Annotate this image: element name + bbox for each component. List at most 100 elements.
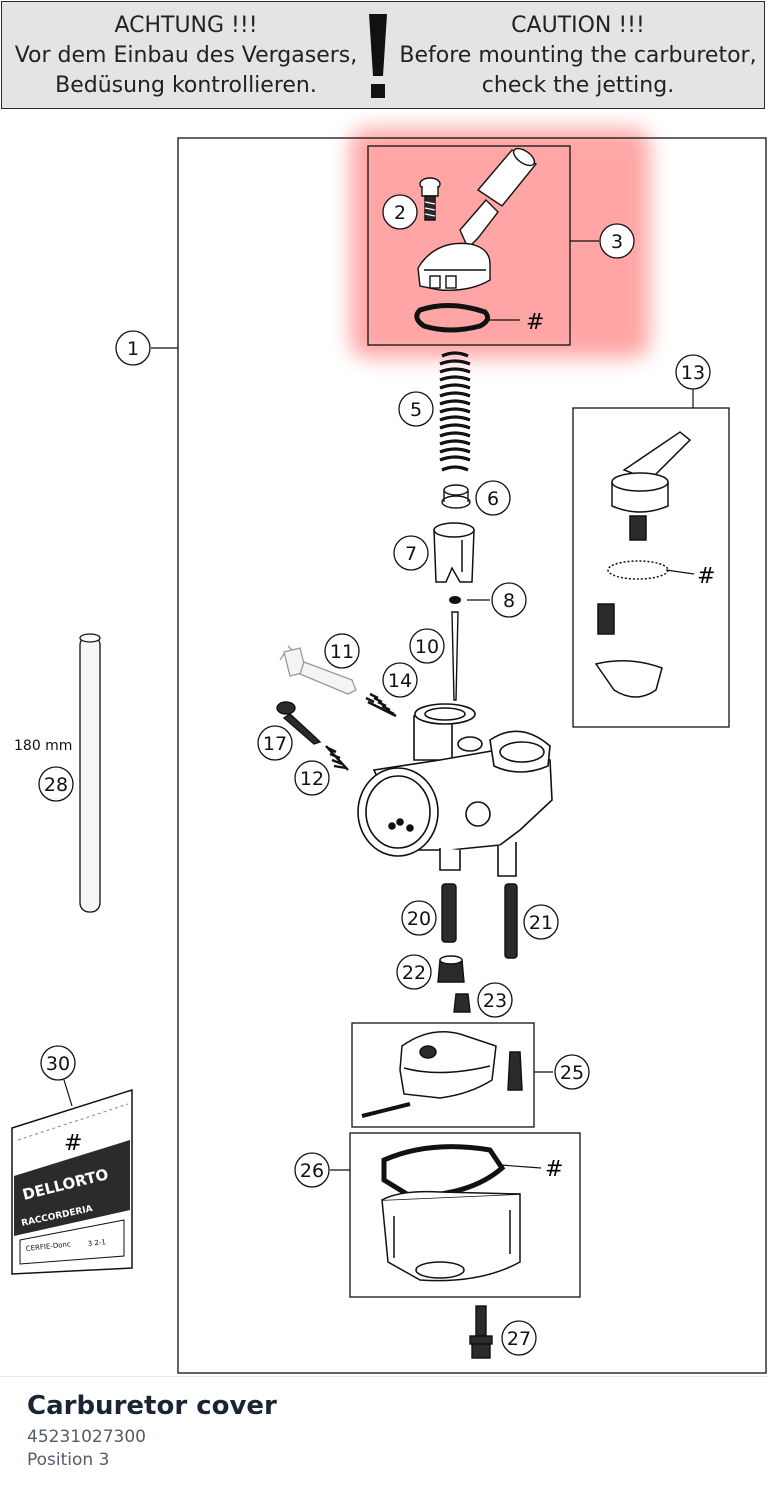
- callout-number: 25: [560, 1062, 584, 1084]
- callout-number: 5: [410, 399, 422, 421]
- drain-screw-part-27[interactable]: [469, 1305, 493, 1359]
- callout-circle: [115, 330, 151, 366]
- callout-number: 6: [487, 488, 499, 510]
- float-bowl-part-26[interactable]: [381, 1144, 521, 1282]
- callout-number: 21: [529, 912, 553, 934]
- callout-1[interactable]: 1: [115, 330, 151, 366]
- callout-circle: [523, 904, 559, 940]
- bag-number-text: 3 2-1: [87, 1238, 106, 1248]
- warning-german-line: Bedüsung kontrollieren.: [55, 73, 317, 98]
- carburetor-cover-part-3[interactable]: [417, 145, 538, 291]
- jet-part-20[interactable]: [441, 883, 457, 943]
- callout-13[interactable]: 13: [675, 354, 711, 390]
- callout-28[interactable]: 28: [38, 766, 74, 802]
- group-box-choke: [572, 407, 730, 728]
- screw-part-17[interactable]: [276, 701, 322, 745]
- callout-circle: [475, 480, 511, 516]
- callout-14[interactable]: 14: [382, 662, 418, 698]
- callout-circle: [396, 954, 432, 990]
- callout-8[interactable]: 8: [491, 582, 527, 618]
- callout-number: 14: [388, 670, 412, 692]
- callout-circle: [501, 1320, 537, 1356]
- callout-circle: [382, 194, 418, 230]
- part-position: Position 3: [27, 1450, 110, 1470]
- callout-number: 22: [402, 962, 426, 984]
- callout-number: 7: [405, 543, 417, 565]
- idle-screw-part-11[interactable]: [279, 645, 357, 695]
- screw-part-2[interactable]: [419, 177, 441, 221]
- warning-german-line: Vor dem Einbau des Vergasers,: [14, 43, 358, 68]
- callout-7[interactable]: 7: [393, 535, 429, 571]
- callout-number: 30: [46, 1053, 70, 1075]
- warning-english-line: check the jetting.: [481, 73, 675, 98]
- hash-mark: #: [545, 1157, 563, 1182]
- spring-part-14[interactable]: [365, 692, 397, 718]
- callout-number: 11: [330, 641, 354, 663]
- callout-circle: [382, 662, 418, 698]
- jet-needle-part-10[interactable]: [451, 611, 459, 701]
- callout-27[interactable]: 27: [501, 1320, 537, 1356]
- callout-circle: [38, 766, 74, 802]
- hash-mark: #: [64, 1131, 82, 1156]
- float-part-25[interactable]: [361, 1031, 523, 1118]
- part-name: Carburetor cover: [27, 1391, 277, 1421]
- choke-assembly-part-13[interactable]: [594, 431, 692, 698]
- fuel-tube-part-28[interactable]: [79, 633, 101, 913]
- callout-21[interactable]: 21: [523, 904, 559, 940]
- main-jet-part-23[interactable]: [453, 993, 471, 1013]
- callout-10[interactable]: 10: [409, 628, 445, 664]
- callout-circle: [398, 391, 434, 427]
- warning-english-heading: CAUTION !!!: [511, 13, 645, 38]
- spring-part-5[interactable]: [439, 351, 471, 472]
- exclamation-icon: [369, 14, 387, 98]
- callout-26[interactable]: 26: [294, 1152, 330, 1188]
- callout-17[interactable]: 17: [257, 725, 293, 761]
- callout-number: 26: [300, 1160, 324, 1182]
- callout-circle: [393, 535, 429, 571]
- callout-number: 10: [415, 636, 439, 658]
- callout-20[interactable]: 20: [401, 900, 437, 936]
- callout-circle: [257, 725, 293, 761]
- callout-number: 1: [127, 338, 139, 360]
- callout-circle: [294, 760, 330, 796]
- warning-banner: ACHTUNG !!! Vor dem Einbau des Vergasers…: [1, 1, 765, 109]
- callout-circle: [40, 1045, 76, 1081]
- callout-11[interactable]: 11: [324, 633, 360, 669]
- callout-25[interactable]: 25: [554, 1054, 590, 1090]
- callout-23[interactable]: 23: [477, 982, 513, 1018]
- callout-circle: [675, 354, 711, 390]
- callout-30[interactable]: 30: [40, 1045, 76, 1081]
- needle-clip-part-8[interactable]: [449, 596, 461, 604]
- jet-holder-part-21[interactable]: [437, 955, 465, 983]
- callout-12[interactable]: 12: [294, 760, 330, 796]
- callout-number: 20: [407, 908, 431, 930]
- spring-part-12[interactable]: [325, 745, 349, 771]
- throttle-slide-part-7[interactable]: [433, 522, 475, 583]
- callout-circle: [324, 633, 360, 669]
- callout-2[interactable]: 2: [382, 194, 418, 230]
- callout-number: 28: [44, 774, 68, 796]
- callout-number: 3: [611, 231, 623, 253]
- carburetor-body: [357, 703, 553, 877]
- callout-circle: [477, 982, 513, 1018]
- hash-mark: #: [697, 564, 715, 589]
- group-box-cover[interactable]: [367, 145, 571, 346]
- part-number: 45231027300: [27, 1427, 146, 1447]
- warning-english-line: Before mounting the carburetor,: [399, 43, 757, 68]
- spring-seat-part-6[interactable]: [441, 484, 471, 509]
- callout-22[interactable]: 22: [396, 954, 432, 990]
- jet-kit-bag-part-30[interactable]: [11, 1088, 133, 1275]
- warning-english: CAUTION !!! Before mounting the carburet…: [394, 11, 762, 101]
- jet-part-22[interactable]: [504, 883, 518, 959]
- part-info-panel: Carburetor cover 45231027300 Position 3: [0, 1376, 768, 1492]
- callout-6[interactable]: 6: [475, 480, 511, 516]
- group-box-bowl: [349, 1132, 581, 1298]
- callout-5[interactable]: 5: [398, 391, 434, 427]
- warning-german: ACHTUNG !!! Vor dem Einbau des Vergasers…: [8, 11, 364, 101]
- callout-number: 27: [507, 1328, 531, 1350]
- warning-german-heading: ACHTUNG !!!: [114, 13, 258, 38]
- callout-circle: [409, 628, 445, 664]
- callout-3[interactable]: 3: [599, 223, 635, 259]
